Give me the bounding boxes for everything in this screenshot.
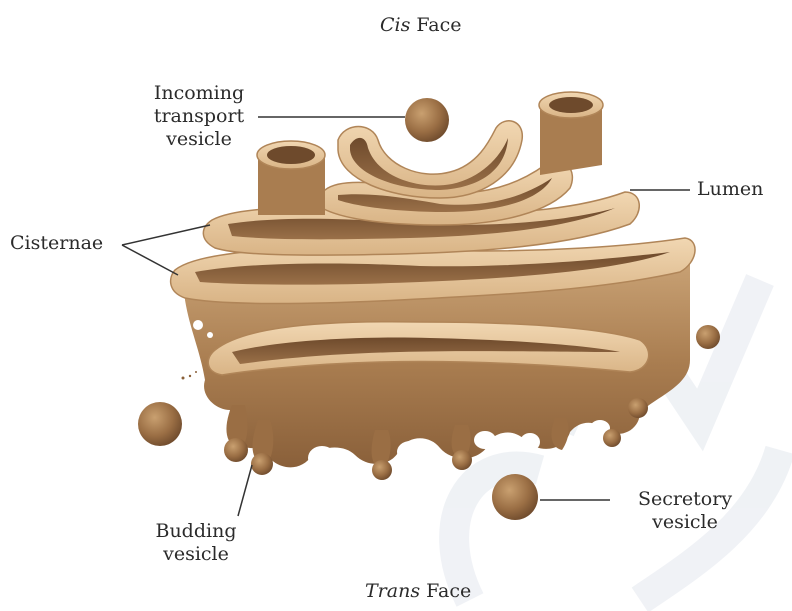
cis-face-label: Cis Face — [380, 14, 462, 36]
incoming-line-2: transport — [142, 105, 256, 128]
secretory-vesicle-icon — [492, 474, 538, 520]
cis-face-italic: Cis — [380, 14, 410, 36]
budding-line-2: vesicle — [140, 543, 252, 566]
small-vesicle-right-icon — [696, 325, 720, 349]
cisternae-label: Cisternae — [10, 232, 103, 255]
budding-line-1: Budding — [140, 520, 252, 543]
trans-face-label: Trans Face — [365, 580, 471, 602]
secretory-vesicle-label: Secretory vesicle — [620, 488, 750, 534]
dust-specks — [182, 371, 198, 380]
secretory-line-2: vesicle — [620, 511, 750, 534]
incoming-line-3: vesicle — [142, 128, 256, 151]
vesicle-left-icon — [138, 402, 182, 446]
cis-face-rest: Face — [410, 14, 461, 36]
budding-vesicle-label: Budding vesicle — [140, 520, 252, 566]
secretory-line-1: Secretory — [620, 488, 750, 511]
trans-face-rest: Face — [420, 580, 471, 602]
incoming-transport-vesicle-label: Incoming transport vesicle — [142, 82, 256, 151]
cisternae-text: Cisternae — [10, 232, 103, 255]
cisternae-stack — [171, 121, 695, 375]
lumen-label: Lumen — [697, 178, 763, 201]
incoming-line-1: Incoming — [142, 82, 256, 105]
lumen-text: Lumen — [697, 178, 763, 201]
trans-face-italic: Trans — [365, 580, 420, 602]
incoming-vesicle-icon — [405, 98, 449, 142]
